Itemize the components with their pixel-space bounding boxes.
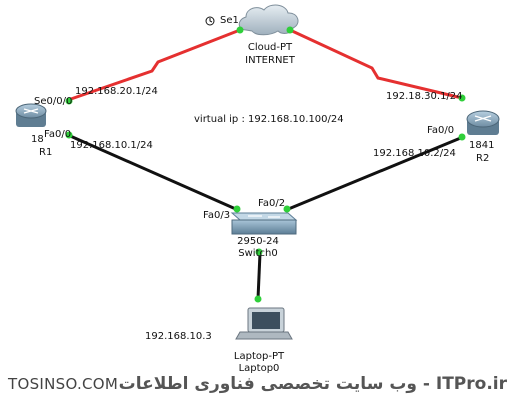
r1-ip-serial: 192.168.20.1/24 (75, 86, 158, 97)
switch-name: Switch0 (238, 248, 278, 259)
port-status-dots (65, 26, 466, 303)
footer-brand: ITPro.ir - وب سایت تخصصی فناوری اطلاعات (118, 374, 507, 394)
virtual-ip-label: virtual ip : 192.168.10.100/24 (194, 114, 344, 125)
serial-link-r1-cloud[interactable] (67, 28, 241, 102)
router-r2-icon[interactable] (466, 110, 500, 135)
router-r1-icon[interactable] (15, 103, 47, 127)
ethernet-link-r1-switch[interactable] (67, 133, 239, 212)
laptop-name: Laptop0 (238, 363, 280, 374)
laptop-ip: 192.168.10.3 (145, 331, 212, 342)
laptop-icon[interactable] (235, 307, 293, 340)
r2-ip-fa: 192.168.10.2/24 (373, 148, 456, 159)
r2-model: 1841 (469, 140, 495, 151)
clock-icon (205, 16, 215, 26)
ethernet-link-r2-switch[interactable] (285, 135, 464, 212)
r1-model: 18 (31, 134, 44, 145)
r1-port-fa: Fa0/0 (44, 129, 72, 140)
serial-link-cloud-r2[interactable] (289, 28, 463, 100)
switch-model: 2950-24 (237, 236, 279, 247)
cloud-label: INTERNET (245, 55, 295, 66)
laptop-model: Laptop-PT (233, 351, 285, 362)
ethernet-link-switch-laptop[interactable] (256, 252, 262, 300)
r1-ip-fa: 192.168.10.1/24 (70, 140, 153, 151)
cloud-icon[interactable] (238, 4, 299, 36)
r2-ip-serial: 192.18.30.1/24 (386, 91, 463, 102)
switch-port-left: Fa0/3 (203, 210, 231, 221)
r2-port-fa: Fa0/0 (427, 125, 455, 136)
r1-name: R1 (39, 147, 53, 158)
switch-icon[interactable] (230, 212, 298, 235)
r2-name: R2 (476, 153, 490, 164)
footer-site: TOSINSO.COM (8, 375, 119, 393)
cloud-name: Cloud-PT (247, 42, 293, 53)
switch-port-right: Fa0/2 (258, 198, 286, 209)
r1-port-serial: Se0/0/0 (34, 96, 73, 107)
footer-watermark: TOSINSO.COM ITPro.ir - وب سایت تخصصی فنا… (0, 372, 521, 398)
cloud-port-se1: Se1 (220, 15, 239, 26)
